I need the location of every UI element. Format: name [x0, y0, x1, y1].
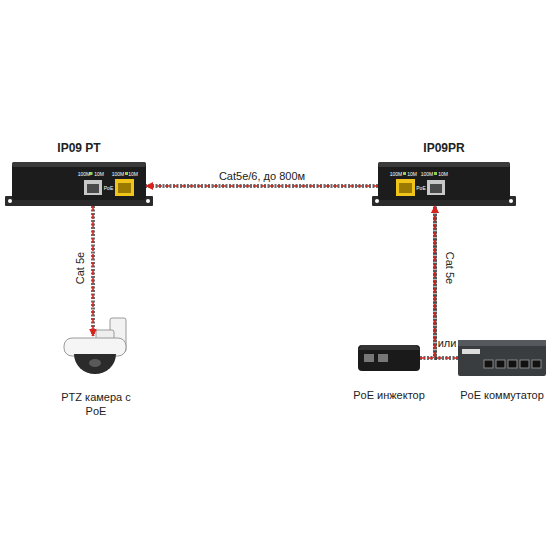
receiver-device — [378, 162, 510, 167]
transmitter-device — [87, 184, 99, 193]
poe-injector — [358, 345, 420, 371]
cable-label: Cat 5e — [444, 252, 455, 284]
poe-switch — [496, 360, 505, 368]
device-node: PoE коммутатор — [458, 338, 546, 378]
port-indicator-label: 100M — [421, 171, 434, 176]
device-node: PTZ камера с PoE — [58, 336, 134, 378]
receiver-device — [403, 172, 406, 175]
receiver-device — [434, 172, 437, 175]
port-indicator-label: PoE — [416, 186, 425, 191]
cable — [420, 206, 435, 358]
transmitter-device — [12, 162, 146, 200]
receiver-device — [372, 162, 516, 206]
signal-connector — [146, 185, 378, 187]
transmitter-device — [5, 162, 153, 206]
poe-switch — [532, 360, 541, 368]
receiver-device — [378, 162, 510, 200]
poe-injector — [358, 345, 420, 350]
port-indicator-label: 10M — [94, 171, 104, 176]
note-label: или — [438, 338, 457, 349]
poe-switch — [484, 360, 493, 368]
node-label: PoE инжектор — [339, 389, 439, 403]
signal-connector — [92, 206, 94, 336]
port-indicator-label: 10M — [128, 171, 138, 176]
device-node: PoE инжектор — [358, 343, 420, 373]
twisted-pair — [420, 206, 435, 358]
receiver-device — [399, 183, 412, 193]
twisted-pair — [435, 206, 458, 358]
transmitter-device — [146, 199, 150, 203]
device-node: IP09PR — [378, 162, 510, 206]
transmitter-device — [125, 172, 128, 175]
receiver-device — [396, 179, 415, 196]
ptz-camera — [64, 318, 126, 374]
poe-injector — [364, 354, 374, 362]
twisted-pair — [146, 184, 378, 188]
ptz-camera — [74, 354, 116, 374]
signal-connector — [435, 206, 458, 358]
ptz-camera — [64, 338, 126, 356]
ptz-camera — [89, 359, 101, 367]
poe-switch — [520, 360, 529, 368]
port-indicator-label: 100M — [78, 171, 91, 176]
poe-switch — [508, 360, 517, 368]
transmitter-device — [84, 180, 102, 195]
port-indicator-label: 10M — [438, 171, 448, 176]
node-caption: PoE коммутатор — [447, 389, 554, 403]
receiver-device — [509, 199, 513, 203]
poe-switch — [458, 340, 546, 376]
transmitter-device — [8, 199, 12, 203]
node-label: IP09PR — [374, 141, 514, 156]
port-indicator-label: 100M — [390, 171, 403, 176]
poe-switch — [462, 349, 480, 354]
twisted-pair — [91, 206, 95, 336]
node-label: IP09 PT — [9, 141, 149, 156]
poe-injector — [358, 345, 420, 371]
poe-switch — [458, 340, 546, 376]
cable — [146, 186, 378, 187]
signal-connector — [420, 206, 435, 358]
poe-injector — [378, 354, 388, 362]
poe-switch — [458, 340, 546, 346]
receiver-device — [427, 180, 445, 195]
cable — [93, 206, 94, 336]
transmitter-device — [118, 183, 131, 193]
receiver-device — [430, 184, 442, 193]
cable — [435, 206, 458, 358]
node-caption: IP09PR — [374, 141, 514, 156]
receiver-device — [375, 199, 379, 203]
port-indicator-label: 10M — [407, 171, 417, 176]
node-caption: PoE инжектор — [339, 389, 439, 403]
node-label: PoE коммутатор — [447, 389, 554, 403]
transmitter-device — [115, 179, 134, 196]
cable-label: Cat5e/6, до 800м — [219, 171, 305, 182]
port-indicator-label: PoE — [104, 186, 113, 191]
device-node: IP09 PT — [12, 162, 146, 206]
node-caption: IP09 PT — [9, 141, 149, 156]
node-label: PTZ камера с PoE — [56, 391, 136, 419]
cable-label: Cat 5e — [75, 252, 86, 284]
port-indicator-label: 100M — [112, 171, 125, 176]
node-caption: PTZ камера с PoE — [56, 391, 136, 419]
transmitter-device — [12, 162, 146, 167]
